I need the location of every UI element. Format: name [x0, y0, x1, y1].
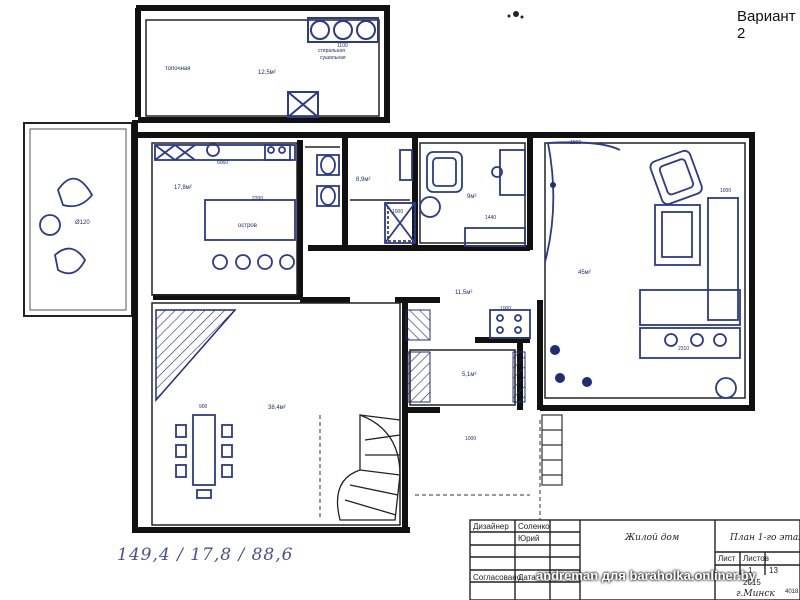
bedroom-furniture [419, 149, 526, 247]
hall-fixtures [489, 309, 531, 339]
tb-date-label: Дата [518, 573, 536, 582]
tb-designer-label: Дизайнер [473, 522, 509, 531]
kitchen-furniture [154, 143, 296, 270]
tb-approved-label: Согласовано [473, 573, 522, 582]
terrace-furniture [39, 177, 94, 275]
tb-designer-name-1: Соленко [518, 522, 550, 531]
dim-label: 1000 [465, 436, 477, 442]
dim-label: 1000 [500, 306, 512, 312]
dim-label: 1100 [337, 43, 348, 49]
room-area-dining: 38,4м² [268, 405, 286, 411]
dim-label: 6060 [217, 160, 229, 166]
tb-city: г.Минск [736, 589, 775, 599]
closet-1 [407, 351, 431, 403]
room-label-laundry-1: стиральная [318, 48, 345, 54]
living-furniture [544, 141, 741, 399]
room-area-boiler: 12,5м² [258, 70, 276, 76]
room-area-living: 45м² [578, 270, 591, 276]
handwritten-areas: 149,4 / 17,8 / 88,6 [117, 545, 294, 565]
closet-2 [512, 351, 526, 403]
room-area-wardrobe: 5,1м² [462, 372, 477, 378]
tb-year: 2015 [743, 578, 761, 587]
plants [550, 182, 592, 387]
room-area-hall: 11,5м² [455, 290, 473, 296]
dim-label: 900 [199, 404, 208, 410]
dim-label: 1000 [392, 209, 404, 215]
tb-sheet-no: 1 [748, 566, 753, 575]
room-label-laundry-2: сушильная [320, 55, 346, 61]
ink-mark [507, 11, 524, 19]
bathroom-fixtures [316, 149, 416, 244]
tb-project: Жилой дом [625, 533, 680, 543]
hatched-area-left [155, 309, 237, 402]
terrace-table-label: Ø120 [75, 220, 90, 226]
terrace-inner [29, 128, 127, 311]
tb-sheet-title: План 1-го этажа [730, 533, 800, 543]
dim-label: 1440 [485, 215, 497, 221]
room-area-bedroom: 9м² [467, 194, 477, 200]
tb-code: 4018 [785, 589, 799, 595]
tb-sheet-label: Лист [718, 554, 736, 563]
island-label: остров [238, 223, 257, 229]
room-label-boiler: топочная [165, 66, 191, 72]
dim-label: 1000 [720, 188, 732, 194]
tb-designer-name-2: Юрий [518, 534, 540, 543]
room-area-bath: 8,9м² [356, 177, 371, 183]
dim-label: 2310 [678, 346, 690, 352]
dining-table [175, 414, 233, 499]
appliances [287, 17, 379, 118]
walls [132, 5, 755, 533]
tb-sheets-label: Листов [743, 554, 769, 563]
hatched-area-hall [405, 309, 431, 341]
dim-label: 1800 [570, 140, 582, 146]
tb-sheets-no: 13 [769, 566, 778, 575]
title-block [469, 519, 800, 600]
room-area-kitchen: 17,8м² [174, 185, 192, 191]
staircase [336, 414, 401, 521]
variant-title: Вариант 2 [737, 8, 796, 42]
dim-label: 2200 [252, 196, 264, 202]
watermark: andreman для baraholka.onliner.by [536, 568, 756, 583]
